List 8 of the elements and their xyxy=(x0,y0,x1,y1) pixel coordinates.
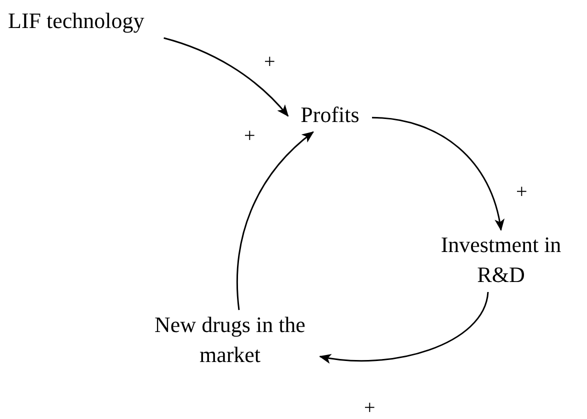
variable-label: Investment in R&D xyxy=(436,230,566,290)
arrow xyxy=(372,116,504,231)
arrow xyxy=(236,131,314,310)
variable-label: New drugs in the market xyxy=(140,310,320,370)
arrow xyxy=(164,37,289,117)
arrow xyxy=(319,292,489,364)
variable-label: Profits xyxy=(288,100,372,130)
variable-label: LIF technology xyxy=(8,6,198,36)
